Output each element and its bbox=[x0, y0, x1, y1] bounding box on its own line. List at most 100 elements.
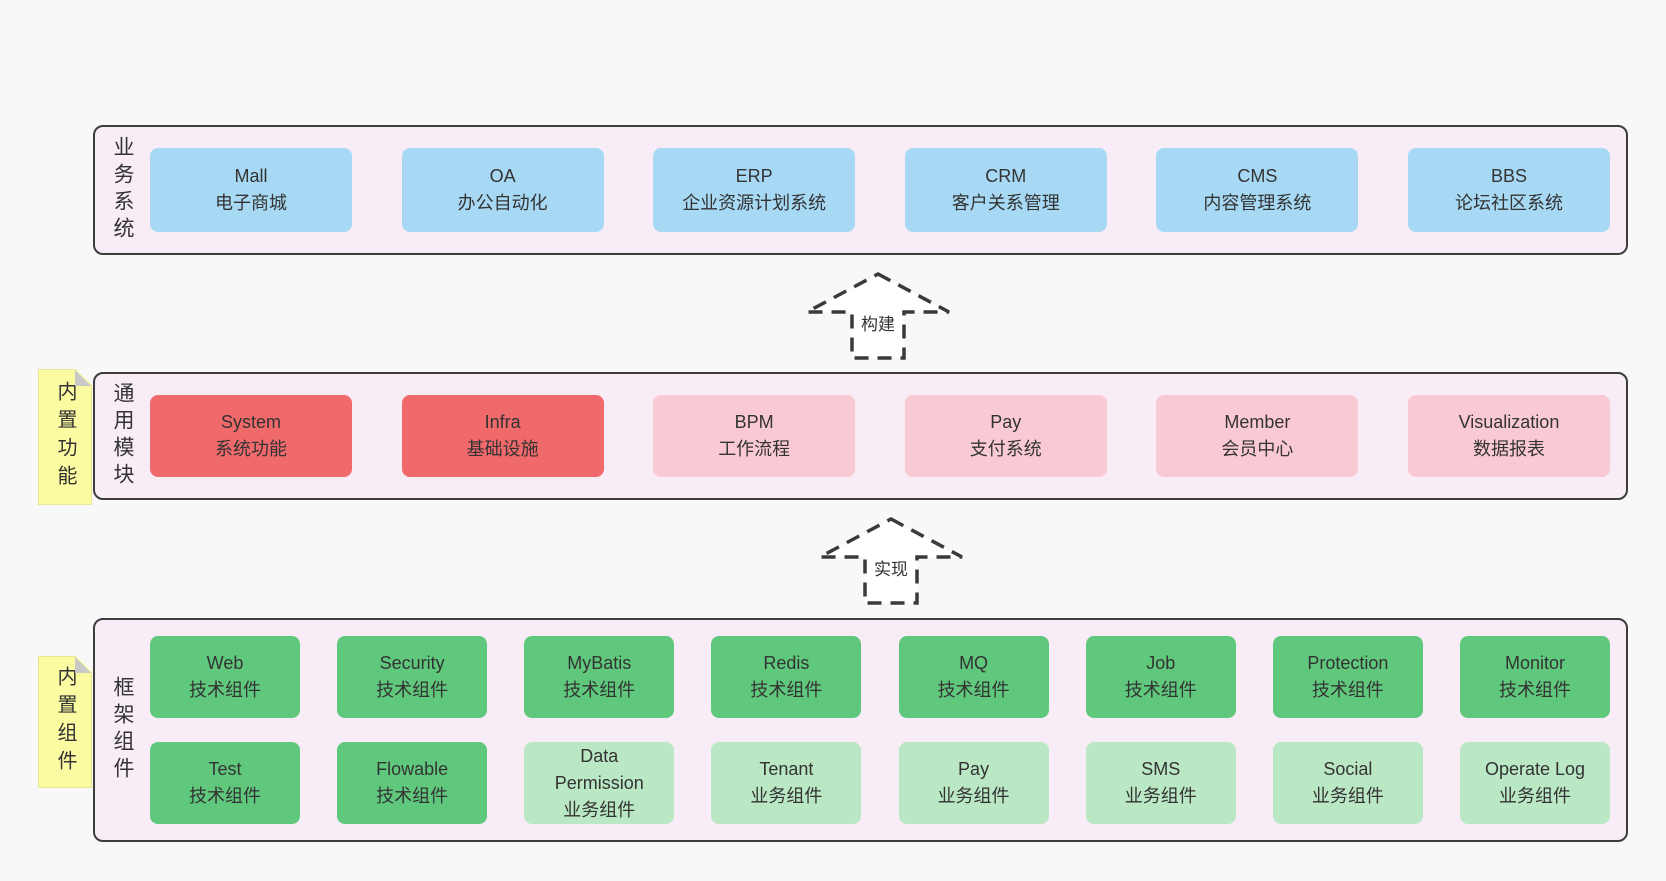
box-title: Flowable bbox=[376, 759, 449, 779]
box-subtitle: 电子商城 bbox=[215, 193, 287, 213]
box-social: Social 业务组件 bbox=[1272, 742, 1423, 824]
arrow-build-label: 构建 bbox=[803, 309, 953, 336]
box-pay-component: Pay 业务组件 bbox=[898, 742, 1049, 824]
box-monitor: Monitor 技术组件 bbox=[1459, 636, 1610, 718]
note-built-in-components: 内置组件 bbox=[38, 656, 92, 788]
framework-components-grid: Web 技术组件 Security 技术组件 MyBatis 技术组件 Redi… bbox=[150, 620, 1626, 840]
box-subtitle: 系统功能 bbox=[215, 439, 287, 459]
box-sms: SMS 业务组件 bbox=[1085, 742, 1236, 824]
box-cms: CMS 内容管理系统 bbox=[1156, 148, 1359, 232]
box-title: OA bbox=[489, 166, 516, 186]
box-mybatis: MyBatis 技术组件 bbox=[524, 636, 675, 718]
box-subtitle: 工作流程 bbox=[718, 439, 791, 459]
box-subtitle: 业务组件 bbox=[937, 786, 1010, 806]
box-title: BBS bbox=[1490, 166, 1527, 186]
box-test: Test 技术组件 bbox=[150, 742, 300, 824]
box-mall: Mall 电子商城 bbox=[150, 148, 352, 232]
box-security: Security 技术组件 bbox=[337, 636, 488, 718]
box-title: Visualization bbox=[1458, 412, 1560, 432]
box-subtitle: 技术组件 bbox=[563, 680, 636, 700]
box-title: CMS bbox=[1237, 166, 1278, 186]
box-subtitle: 业务组件 bbox=[1124, 786, 1197, 806]
box-title: ERP bbox=[735, 166, 773, 186]
box-subtitle: 支付系统 bbox=[969, 439, 1042, 459]
box-subtitle: 数据报表 bbox=[1472, 439, 1545, 459]
box-subtitle: 技术组件 bbox=[937, 680, 1010, 700]
box-title: MQ bbox=[959, 653, 989, 673]
box-title: Data Permission bbox=[554, 745, 644, 793]
box-subtitle: 办公自动化 bbox=[457, 193, 548, 213]
box-title: Test bbox=[208, 759, 242, 779]
box-title: SMS bbox=[1141, 759, 1181, 779]
box-tenant: Tenant 业务组件 bbox=[711, 742, 862, 824]
box-bpm: BPM 工作流程 bbox=[653, 395, 856, 477]
box-title: Operate Log bbox=[1484, 759, 1586, 779]
box-oa: OA 办公自动化 bbox=[401, 148, 604, 232]
business-systems-row: Mall 电子商城 OA 办公自动化 ERP 企业资源计划系统 CRM 客户关系… bbox=[150, 127, 1626, 253]
box-subtitle: 技术组件 bbox=[376, 680, 449, 700]
box-title: Social bbox=[1323, 759, 1373, 779]
box-job: Job 技术组件 bbox=[1085, 636, 1236, 718]
box-subtitle: 业务组件 bbox=[1498, 786, 1571, 806]
box-subtitle: 技术组件 bbox=[189, 680, 261, 700]
panel-common-modules: 通用模块 System 系统功能 Infra 基础设施 BPM 工作流程 Pay… bbox=[93, 372, 1628, 500]
box-crm: CRM 客户关系管理 bbox=[904, 148, 1107, 232]
box-title: Pay bbox=[990, 412, 1022, 432]
panel-title-common-modules: 通用模块 bbox=[111, 382, 134, 490]
box-title: CRM bbox=[985, 166, 1027, 186]
panel-label-column: 通用模块 bbox=[95, 374, 150, 498]
box-subtitle: 技术组件 bbox=[1311, 680, 1384, 700]
box-subtitle: 技术组件 bbox=[376, 786, 449, 806]
box-mq: MQ 技术组件 bbox=[898, 636, 1049, 718]
folded-corner-icon bbox=[75, 370, 91, 386]
box-subtitle: 会员中心 bbox=[1221, 439, 1294, 459]
common-modules-row: System 系统功能 Infra 基础设施 BPM 工作流程 Pay 支付系统… bbox=[150, 374, 1626, 498]
components-row-2: Test 技术组件 Flowable 技术组件 Data Permission … bbox=[150, 742, 1610, 824]
box-subtitle: 技术组件 bbox=[750, 680, 823, 700]
box-flowable: Flowable 技术组件 bbox=[337, 742, 488, 824]
box-redis: Redis 技术组件 bbox=[711, 636, 862, 718]
box-bbs: BBS 论坛社区系统 bbox=[1407, 148, 1610, 232]
box-erp: ERP 企业资源计划系统 bbox=[653, 148, 856, 232]
box-operate-log: Operate Log 业务组件 bbox=[1459, 742, 1610, 824]
panel-title-framework-components: 框架组件 bbox=[111, 676, 134, 784]
arrow-implement-label: 实现 bbox=[816, 554, 966, 581]
panel-business-systems: 业务系统 Mall 电子商城 OA 办公自动化 ERP 企业资源计划系统 CRM… bbox=[93, 125, 1628, 255]
box-subtitle: 技术组件 bbox=[189, 786, 261, 806]
box-infra: Infra 基础设施 bbox=[401, 395, 604, 477]
box-subtitle: 客户关系管理 bbox=[951, 193, 1060, 213]
box-title: Member bbox=[1224, 412, 1291, 432]
box-title: Job bbox=[1146, 653, 1176, 673]
box-title: Infra bbox=[484, 412, 521, 432]
panel-title-business-systems: 业务系统 bbox=[111, 136, 134, 244]
panel-label-column: 框架组件 bbox=[95, 620, 150, 840]
box-title: Security bbox=[379, 653, 445, 673]
box-subtitle: 业务组件 bbox=[750, 786, 823, 806]
box-member: Member 会员中心 bbox=[1156, 395, 1359, 477]
box-subtitle: 内容管理系统 bbox=[1203, 193, 1312, 213]
box-title: Protection bbox=[1307, 653, 1389, 673]
components-row-1: Web 技术组件 Security 技术组件 MyBatis 技术组件 Redi… bbox=[150, 636, 1610, 718]
box-title: Mall bbox=[234, 166, 268, 186]
box-data-permission: Data Permission 业务组件 bbox=[524, 742, 675, 824]
box-title: Tenant bbox=[759, 759, 814, 779]
box-subtitle: 论坛社区系统 bbox=[1454, 193, 1563, 213]
box-title: Web bbox=[206, 653, 244, 673]
box-web: Web 技术组件 bbox=[150, 636, 300, 718]
box-title: System bbox=[220, 412, 281, 432]
box-pay-module: Pay 支付系统 bbox=[904, 395, 1107, 477]
box-title: BPM bbox=[734, 412, 774, 432]
panel-label-column: 业务系统 bbox=[95, 127, 150, 253]
box-subtitle: 技术组件 bbox=[1124, 680, 1197, 700]
box-title: Pay bbox=[958, 759, 990, 779]
folded-corner-icon bbox=[75, 657, 91, 673]
box-subtitle: 业务组件 bbox=[1311, 786, 1384, 806]
note-built-in-features: 内置功能 bbox=[38, 369, 92, 505]
panel-framework-components: 框架组件 Web 技术组件 Security 技术组件 MyBatis 技术组件… bbox=[93, 618, 1628, 842]
box-subtitle: 业务组件 bbox=[563, 799, 636, 820]
box-visualization: Visualization 数据报表 bbox=[1407, 395, 1610, 477]
box-protection: Protection 技术组件 bbox=[1272, 636, 1423, 718]
box-title: MyBatis bbox=[567, 653, 632, 673]
box-subtitle: 基础设施 bbox=[466, 439, 539, 459]
